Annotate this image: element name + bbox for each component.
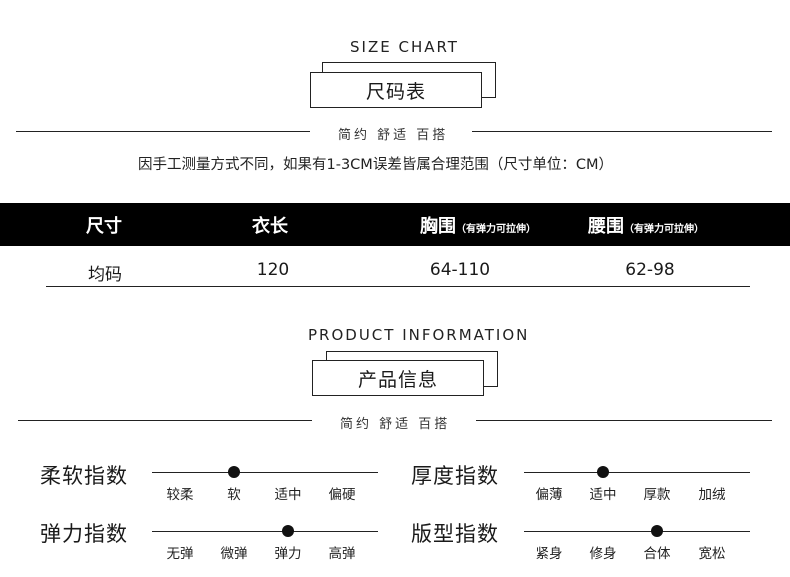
size-chart-en-title: SIZE CHART: [350, 38, 459, 56]
softness-level-label: 软: [227, 487, 241, 503]
cell-size: 均码: [88, 265, 122, 285]
elasticity-level-label: 无弹: [166, 546, 194, 562]
fit-level-label: 紧身: [535, 546, 563, 562]
softness-level-label: 较柔: [166, 487, 194, 503]
cell-chest: 64-110: [429, 260, 491, 280]
size-table-header: [0, 203, 790, 246]
size-table-bottom-line: [46, 286, 750, 287]
softness-level-label: 适中: [274, 487, 302, 503]
fit-scale-line: [524, 531, 750, 532]
thickness-level-label: 厚款: [643, 487, 671, 503]
softness-scale-title: 柔软指数: [40, 464, 128, 488]
thickness-level-label: 加绒: [698, 487, 726, 503]
elasticity-scale-line: [152, 531, 378, 532]
thickness-level-label: 适中: [589, 487, 617, 503]
header-waist: 腰围（有弹力可拉伸）: [588, 216, 704, 237]
softness-scale-line: [152, 472, 378, 473]
thickness-scale-marker: [597, 466, 609, 478]
size-chart-divider-left: [16, 131, 310, 132]
thickness-scale-line: [524, 472, 750, 473]
size-chart-divider-right: [472, 131, 772, 132]
elasticity-level-label: 弹力: [274, 546, 302, 562]
elasticity-level-label: 高弹: [328, 546, 356, 562]
cell-waist: 62-98: [625, 260, 675, 280]
cell-length: 120: [256, 260, 290, 280]
fit-level-label: 宽松: [698, 546, 726, 562]
thickness-level-label: 偏薄: [535, 487, 563, 503]
softness-level-label: 偏硬: [328, 487, 356, 503]
fit-scale-marker: [651, 525, 663, 537]
header-length: 衣长: [252, 216, 288, 237]
elasticity-scale-marker: [282, 525, 294, 537]
elasticity-scale-title: 弹力指数: [40, 522, 128, 546]
measurement-note: 因手工测量方式不同，如果有1-3CM误差皆属合理范围（尺寸单位：CM）: [138, 157, 613, 173]
thickness-scale-title: 厚度指数: [411, 464, 499, 488]
fit-scale-title: 版型指数: [411, 522, 499, 546]
product-info-en-title: PRODUCT INFORMATION: [308, 326, 530, 344]
softness-scale-marker: [228, 466, 240, 478]
size-chart-cn-title: 尺码表: [310, 72, 482, 108]
elasticity-level-label: 微弹: [220, 546, 248, 562]
product-info-tagline: 简约 舒适 百搭: [340, 417, 451, 432]
size-chart-tagline: 简约 舒适 百搭: [338, 128, 449, 143]
header-size: 尺寸: [86, 216, 122, 237]
product-info-divider-right: [476, 420, 772, 421]
fit-level-label: 合体: [643, 546, 671, 562]
fit-level-label: 修身: [589, 546, 617, 562]
header-chest: 胸围（有弹力可拉伸）: [420, 216, 536, 237]
product-info-cn-title: 产品信息: [312, 360, 484, 396]
product-info-divider-left: [18, 420, 312, 421]
